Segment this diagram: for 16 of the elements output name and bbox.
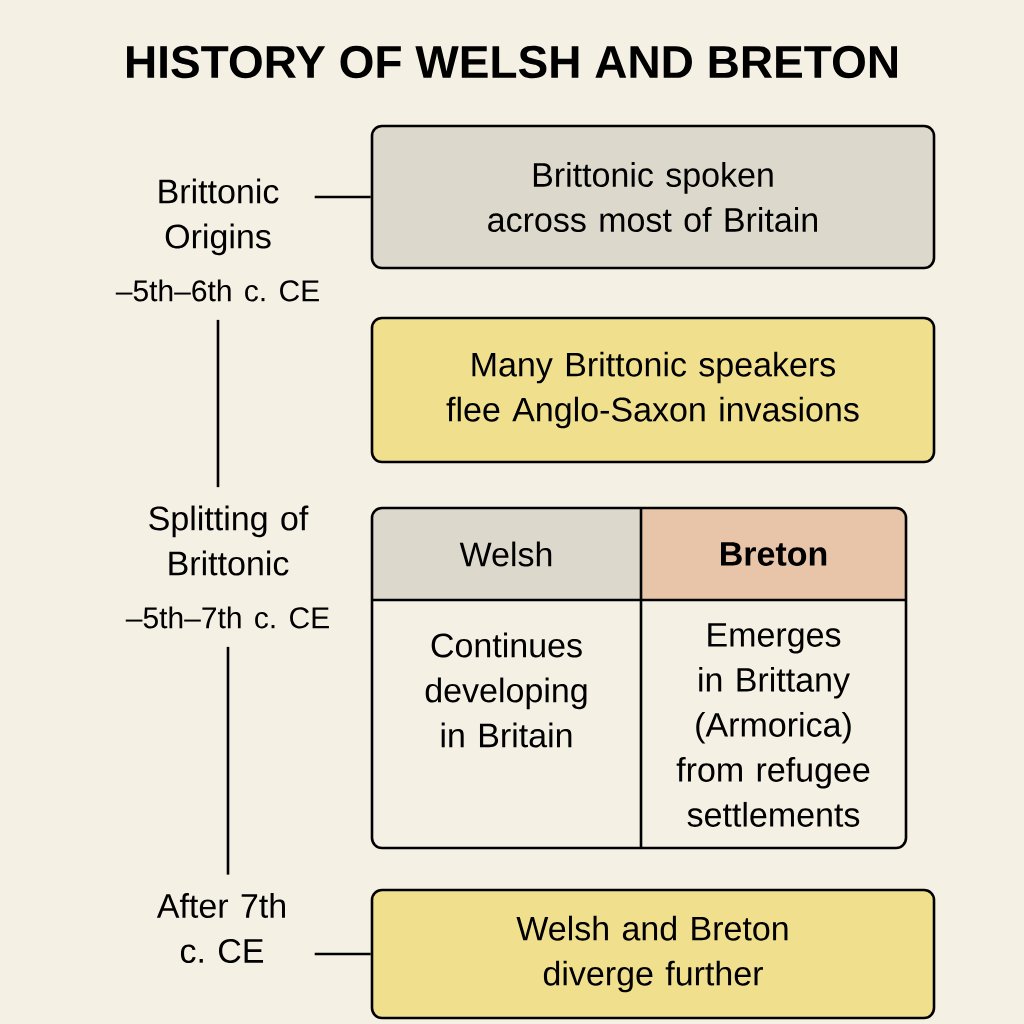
timeline-label: Brittonic Origins –5th–6th c. CE [115,178,319,302]
timeline-label: After 7th c. CE [156,893,285,963]
table [370,506,908,850]
connector-line [314,195,371,199]
connector-line [226,646,230,875]
table-cell: Emerges in Brittany (Armorica) from refugee settlements [676,623,870,827]
connector-line [216,319,220,488]
timeline-label: Splitting of Brittonic –5th–7th c. CE [125,505,329,629]
title: HISTORY OF WELSH AND BRETON [127,45,897,79]
event-box: Brittonic spoken across most of Britain [370,124,936,270]
table-cell: Welsh [372,508,641,600]
connector-line [314,952,371,956]
event-box: Many Brittonic speakers flee Anglo-Saxon invasions [370,316,936,464]
event-box: Welsh and Breton diverge further [370,888,936,1020]
table-cell: Continues developing in Britain [425,632,587,748]
table-cell: Breton [641,508,906,600]
